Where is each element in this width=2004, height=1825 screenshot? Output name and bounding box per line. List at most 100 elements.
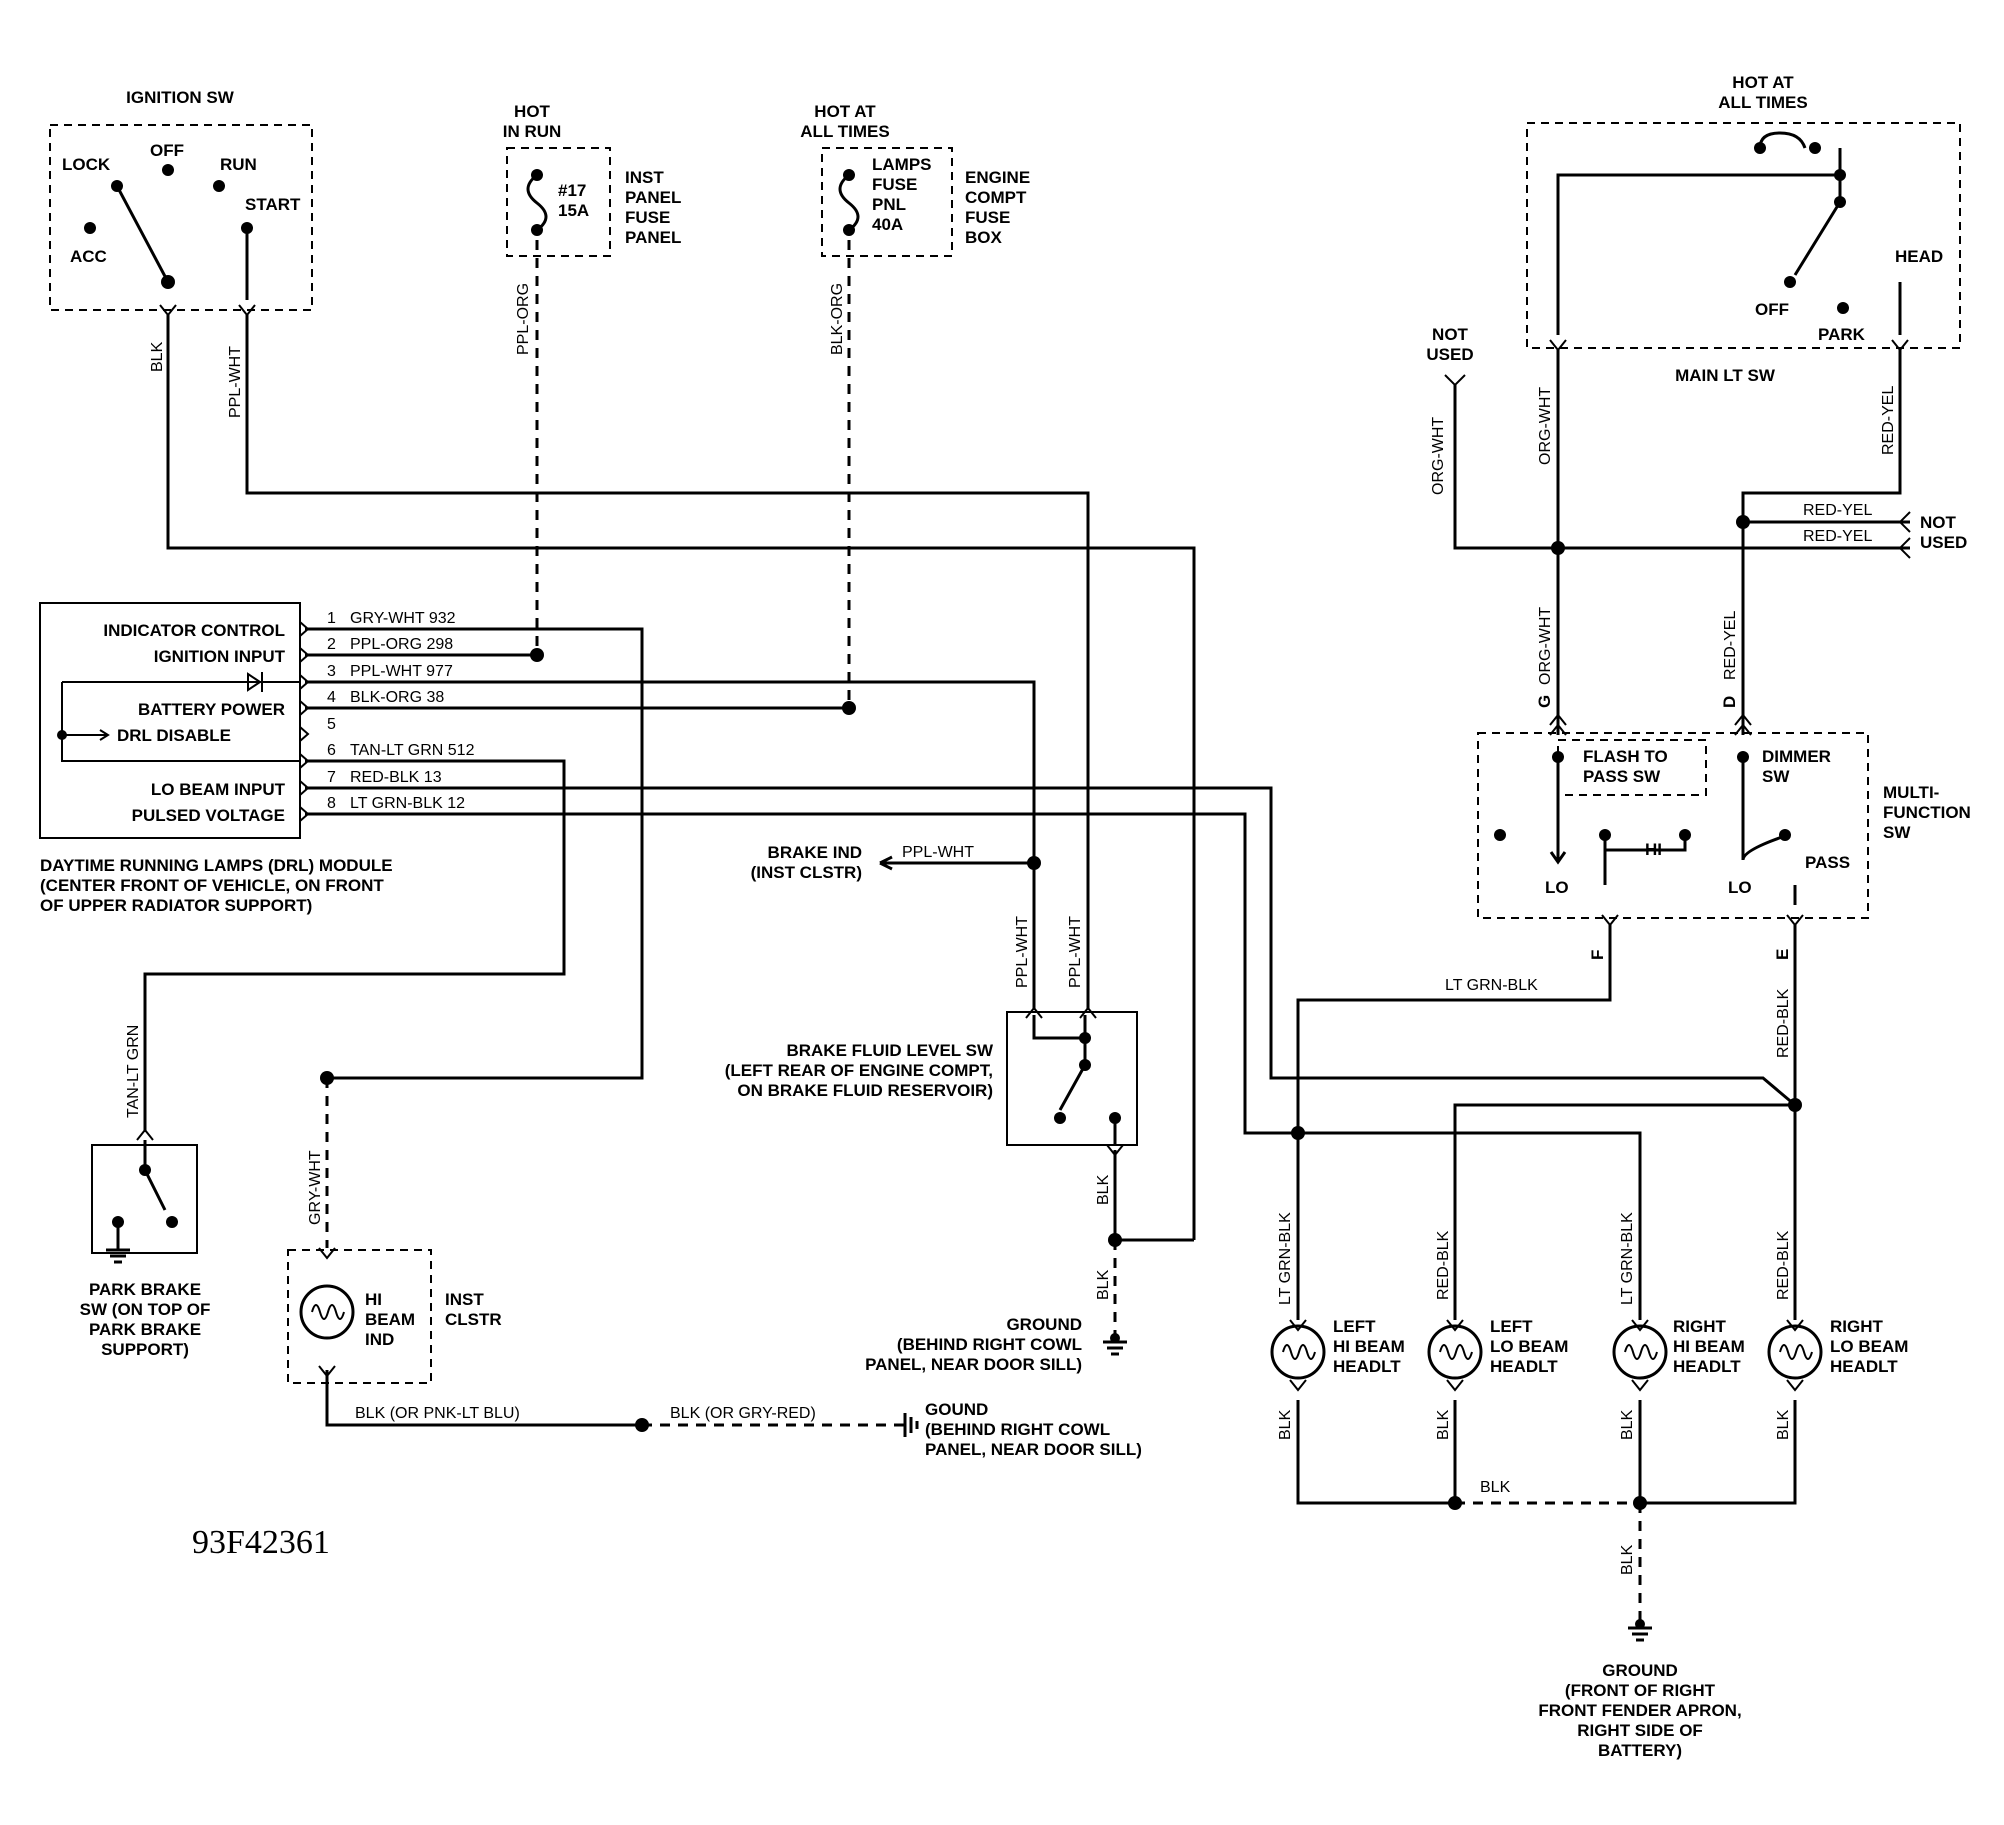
- text-line: LAMPS: [872, 155, 932, 174]
- drl-pin-1-num: 1: [327, 610, 336, 627]
- text-line: (CENTER FRONT OF VEHICLE, ON FRONT: [40, 876, 384, 895]
- text-line: LO BEAM: [1830, 1337, 1908, 1356]
- text-line: BRAKE IND: [768, 843, 862, 862]
- drl-pulsed-voltage-label: PULSED VOLTAGE: [132, 806, 285, 825]
- text-line: HOT AT: [814, 102, 876, 121]
- text-line: ON BRAKE FLUID RESERVOIR): [737, 1081, 993, 1100]
- text-line: FUSE: [625, 208, 670, 227]
- wire-label-lt-grn-blk-lh: LT GRN-BLK: [1277, 1212, 1294, 1305]
- ign-start-label: START: [245, 195, 301, 214]
- drl-pin-3-num: 3: [327, 663, 336, 680]
- drl-pin-2-num: 2: [327, 636, 336, 653]
- text-line: MULTI-: [1883, 783, 1939, 802]
- text-line: FUSE: [872, 175, 917, 194]
- text-line: LO BEAM: [1490, 1337, 1568, 1356]
- wire-label-red-blk-mf: RED-BLK: [1775, 988, 1792, 1058]
- main-lt-sw-title: MAIN LT SW: [1675, 366, 1776, 385]
- drl-ignition-input-label: IGNITION INPUT: [154, 647, 286, 666]
- ign-acc-label: ACC: [70, 247, 107, 266]
- text-line: BRAKE FLUID LEVEL SW: [786, 1041, 993, 1060]
- text-line: DAYTIME RUNNING LAMPS (DRL) MODULE: [40, 856, 393, 875]
- text-line: IN RUN: [503, 122, 562, 141]
- wire-label-blk-bus: BLK: [1480, 1479, 1511, 1496]
- wire-label-gry-wht: GRY-WHT: [307, 1150, 324, 1225]
- wire-label-red-yel-1: RED-YEL: [1880, 386, 1897, 455]
- text-line: PANEL, NEAR DOOR SILL): [925, 1440, 1142, 1459]
- ignition-switch: IGNITION SW LOCK OFF RUN START ACC: [49, 88, 313, 317]
- text-line: HEADLT: [1830, 1357, 1898, 1376]
- text-line: HEADLT: [1490, 1357, 1558, 1376]
- text-line: GOUND: [925, 1400, 988, 1419]
- wire-label-blk-org: BLK-ORG: [829, 283, 846, 355]
- text-line: PASS SW: [1583, 767, 1661, 786]
- text-line: LEFT: [1333, 1317, 1376, 1336]
- main-lt-sw-off-label: OFF: [1755, 300, 1789, 319]
- text-line: ENGINE: [965, 168, 1030, 187]
- text-line: RIGHT SIDE OF: [1577, 1721, 1703, 1740]
- ign-run-label: RUN: [220, 155, 257, 174]
- lo-label-1: LO: [1545, 878, 1569, 897]
- text-line: NOT: [1432, 325, 1469, 344]
- text-line: USED: [1426, 345, 1473, 364]
- text-line: SW (ON TOP OF: [80, 1300, 211, 1319]
- text-line: HOT AT: [1732, 73, 1794, 92]
- wire-labels: BLK PPL-WHT PPL-ORG BLK-ORG ORG-WHT ORG-…: [125, 283, 1897, 1575]
- text-line: PANEL: [625, 228, 681, 247]
- text-line: (BEHIND RIGHT COWL: [925, 1420, 1110, 1439]
- drl-battery-power-label: BATTERY POWER: [138, 700, 285, 719]
- text-line: SW: [1883, 823, 1911, 842]
- text-line: CLSTR: [445, 1310, 502, 1329]
- wire-label-blk-lh: BLK: [1277, 1409, 1294, 1440]
- drl-module-caption: DAYTIME RUNNING LAMPS (DRL) MODULE(CENTE…: [40, 856, 393, 915]
- text-line: LEFT: [1490, 1317, 1533, 1336]
- text-line: RIGHT: [1673, 1317, 1727, 1336]
- drl-lo-beam-input-label: LO BEAM INPUT: [151, 780, 286, 799]
- wire-label-tan-lt-grn: TAN-LT GRN: [125, 1025, 142, 1118]
- lo-label-2: LO: [1728, 878, 1752, 897]
- multifunction-pin-e: E: [1773, 949, 1792, 960]
- wire-label-ppl-org: PPL-ORG: [515, 283, 532, 355]
- text-line: HOT: [514, 102, 551, 121]
- wire-label-red-blk-ll: RED-BLK: [1435, 1230, 1452, 1300]
- drl-pin-4-num: 4: [327, 689, 336, 706]
- wire-label-blk-rh: BLK: [1619, 1409, 1636, 1440]
- text-line: ALL TIMES: [800, 122, 889, 141]
- pass-label: PASS: [1805, 853, 1850, 872]
- text-line: FUSE: [965, 208, 1010, 227]
- drl-disable-label: DRL DISABLE: [117, 726, 231, 745]
- drl-pin-1-wire: GRY-WHT 932: [350, 610, 456, 627]
- text-line: GROUND: [1006, 1315, 1082, 1334]
- text-line: IND: [365, 1330, 394, 1349]
- junction-dots: [320, 515, 1802, 1510]
- text-line: ALL TIMES: [1718, 93, 1807, 112]
- drl-pin-3-wire: PPL-WHT 977: [350, 663, 453, 680]
- drl-module: INDICATOR CONTROL IGNITION INPUT BATTERY…: [39, 602, 475, 915]
- wire-label-ppl-wht-2: PPL-WHT: [1067, 916, 1084, 988]
- text-line: GROUND: [1602, 1661, 1678, 1680]
- text-line: COMPT: [965, 188, 1027, 207]
- ign-lock-label: LOCK: [62, 155, 111, 174]
- wire-label-brake-blk-2: BLK: [1095, 1269, 1112, 1300]
